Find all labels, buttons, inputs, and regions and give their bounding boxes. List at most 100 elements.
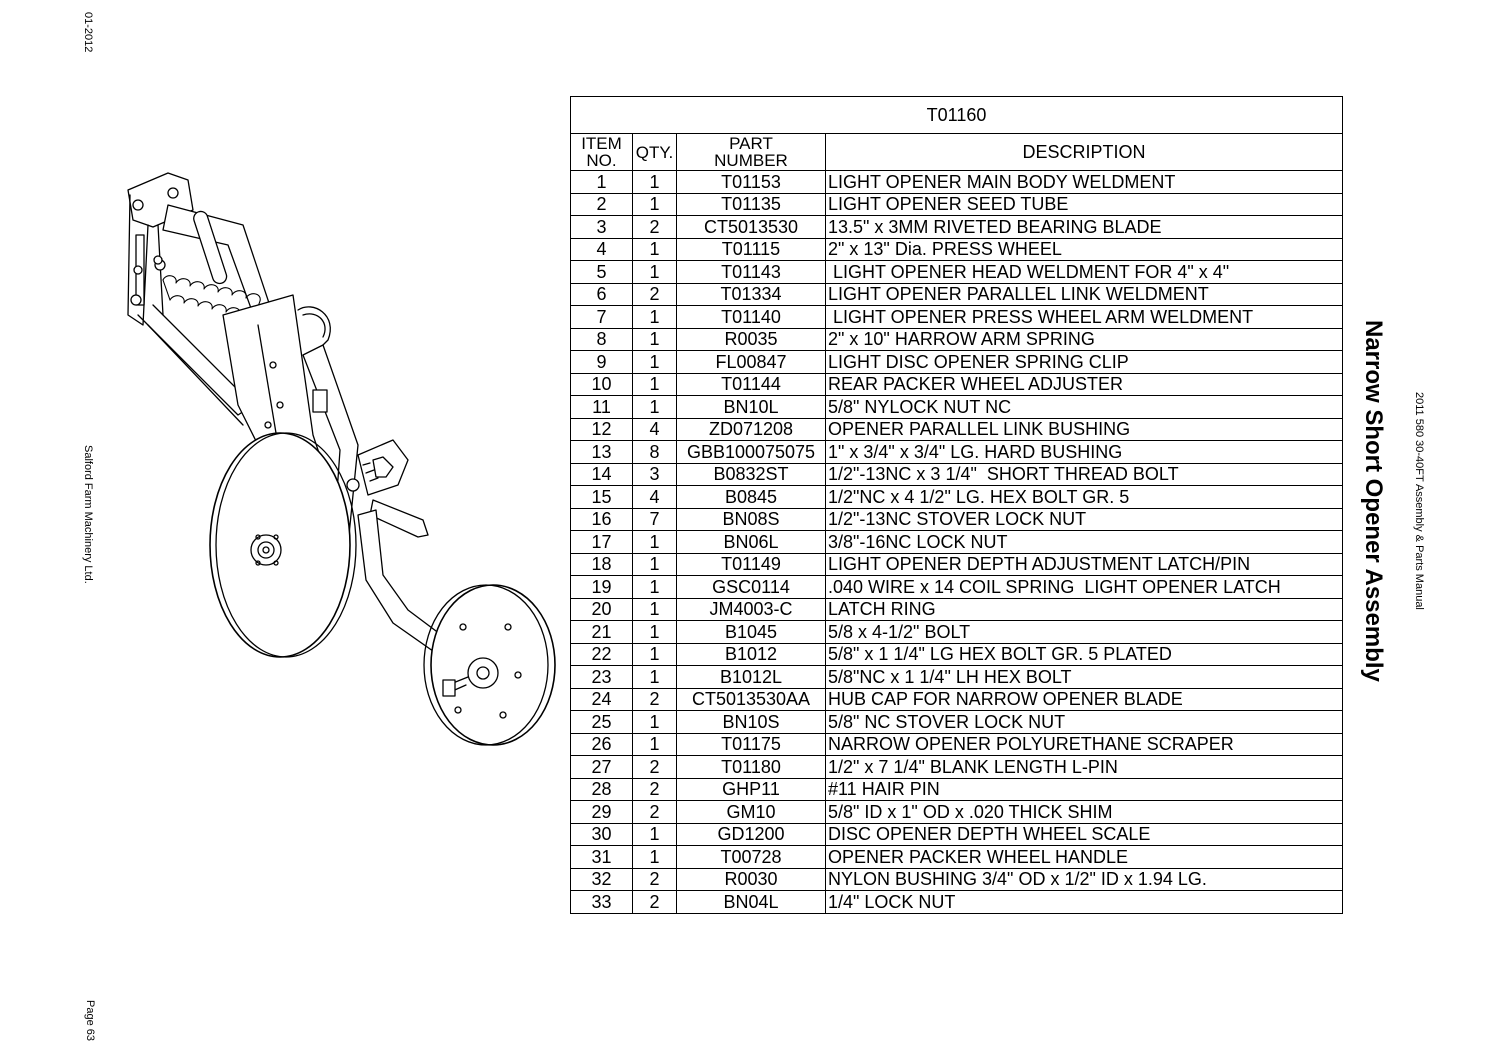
qty-cell: 1 (632, 305, 677, 329)
item-no-cell: 29 (570, 800, 633, 824)
description-cell: 1/2"-13NC STOVER LOCK NUT (824, 507, 1344, 531)
item-no-cell: 3 (570, 215, 633, 239)
qty-cell: 8 (632, 440, 677, 464)
assembly-number: T01160 (569, 96, 1344, 134)
description-cell: 5/8" NYLOCK NUT NC (824, 395, 1344, 419)
part-number-cell: BN10L (676, 395, 826, 419)
item-no-cell: 28 (570, 777, 633, 801)
part-number-cell: T01143 (676, 260, 826, 284)
part-number-cell: T01334 (676, 282, 826, 306)
item-no-cell: 26 (570, 732, 633, 756)
description-header: DESCRIPTION (824, 133, 1344, 171)
item-no-cell: 24 (570, 687, 633, 711)
item-no-cell: 12 (570, 417, 633, 441)
description-cell: 5/8" NC STOVER LOCK NUT (824, 710, 1344, 734)
part-number-cell: BN10S (676, 710, 826, 734)
item-no-cell: 30 (570, 822, 633, 846)
item-no-cell: 19 (570, 575, 633, 599)
part-number-cell: T01135 (676, 192, 826, 216)
part-number-cell: BN08S (676, 507, 826, 531)
part-number-cell: GBB100075075 (676, 440, 826, 464)
bearing-blade (209, 432, 357, 658)
qty-cell: 2 (632, 755, 677, 779)
qty-cell: 2 (632, 867, 677, 891)
item-no-cell: 33 (570, 890, 633, 914)
qty-cell: 4 (632, 417, 677, 441)
qty-cell: 1 (632, 552, 677, 576)
description-cell: DISC OPENER DEPTH WHEEL SCALE (824, 822, 1344, 846)
qty-cell: 1 (632, 372, 677, 396)
description-cell: 1" x 3/4" x 3/4" LG. HARD BUSHING (824, 440, 1344, 464)
part-number-cell: GD1200 (676, 822, 826, 846)
part-number-cell: CT5013530AA (676, 687, 826, 711)
part-number-cell: GHP11 (676, 777, 826, 801)
part-number-cell: B1012L (676, 665, 826, 689)
part-number-cell: B0845 (676, 485, 826, 509)
opener-assembly-drawing (127, 172, 556, 746)
description-cell: 1/2" x 7 1/4" BLANK LENGTH L-PIN (824, 755, 1344, 779)
description-cell: 13.5" x 3MM RIVETED BEARING BLADE (824, 215, 1344, 239)
description-cell: OPENER PARALLEL LINK BUSHING (824, 417, 1344, 441)
description-cell: OPENER PACKER WHEEL HANDLE (824, 845, 1344, 869)
qty-cell: 1 (632, 350, 677, 374)
description-cell: LIGHT OPENER MAIN BODY WELDMENT (824, 170, 1344, 194)
qty-cell: 1 (632, 575, 677, 599)
description-cell: #11 HAIR PIN (824, 777, 1344, 801)
part-number-cell: B1012 (676, 642, 826, 666)
part-number-cell: JM4003-C (676, 597, 826, 621)
qty-cell: 1 (632, 395, 677, 419)
part-number-cell: BN06L (676, 530, 826, 554)
item-no-cell: 22 (570, 642, 633, 666)
part-number-cell: CT5013530 (676, 215, 826, 239)
description-cell: 5/8" x 1 1/4" LG HEX BOLT GR. 5 PLATED (824, 642, 1344, 666)
qty-cell: 1 (632, 845, 677, 869)
qty-cell: 1 (632, 710, 677, 734)
page-title: Narrow Short Opener Assembly (1360, 320, 1387, 682)
company-name: Salford Farm Machinery Ltd. (82, 445, 94, 584)
description-cell: LIGHT OPENER PRESS WHEEL ARM WELDMENT (824, 305, 1344, 329)
part-number-cell: ZD071208 (676, 417, 826, 441)
description-cell: LATCH RING (824, 597, 1344, 621)
page-number: Page 63 (84, 1000, 96, 1041)
part-number-cell: T01175 (676, 732, 826, 756)
qty-cell: 1 (632, 642, 677, 666)
part-number-cell: B0832ST (676, 462, 826, 486)
description-cell: 1/4" LOCK NUT (824, 890, 1344, 914)
qty-cell: 1 (632, 597, 677, 621)
description-cell: 1/2"NC x 4 1/2" LG. HEX BOLT GR. 5 (824, 485, 1344, 509)
description-cell: 2" x 10" HARROW ARM SPRING (824, 327, 1344, 351)
item-no-header-line2: NO. (586, 151, 617, 170)
item-no-cell: 2 (570, 192, 633, 216)
qty-cell: 2 (632, 687, 677, 711)
qty-cell: 1 (632, 530, 677, 554)
description-cell: 1/2"-13NC x 3 1/4" SHORT THREAD BOLT (824, 462, 1344, 486)
description-cell: 2" x 13" Dia. PRESS WHEEL (824, 237, 1344, 261)
item-no-cell: 1 (570, 170, 633, 194)
qty-header: QTY. (632, 133, 677, 171)
qty-cell: 3 (632, 462, 677, 486)
part-number-header-line2: NUMBER (714, 151, 788, 170)
item-no-cell: 31 (570, 845, 633, 869)
item-no-cell: 13 (570, 440, 633, 464)
qty-cell: 7 (632, 507, 677, 531)
qty-cell: 2 (632, 777, 677, 801)
part-number-cell: GM10 (676, 800, 826, 824)
item-no-cell: 8 (570, 327, 633, 351)
description-cell: REAR PACKER WHEEL ADJUSTER (824, 372, 1344, 396)
